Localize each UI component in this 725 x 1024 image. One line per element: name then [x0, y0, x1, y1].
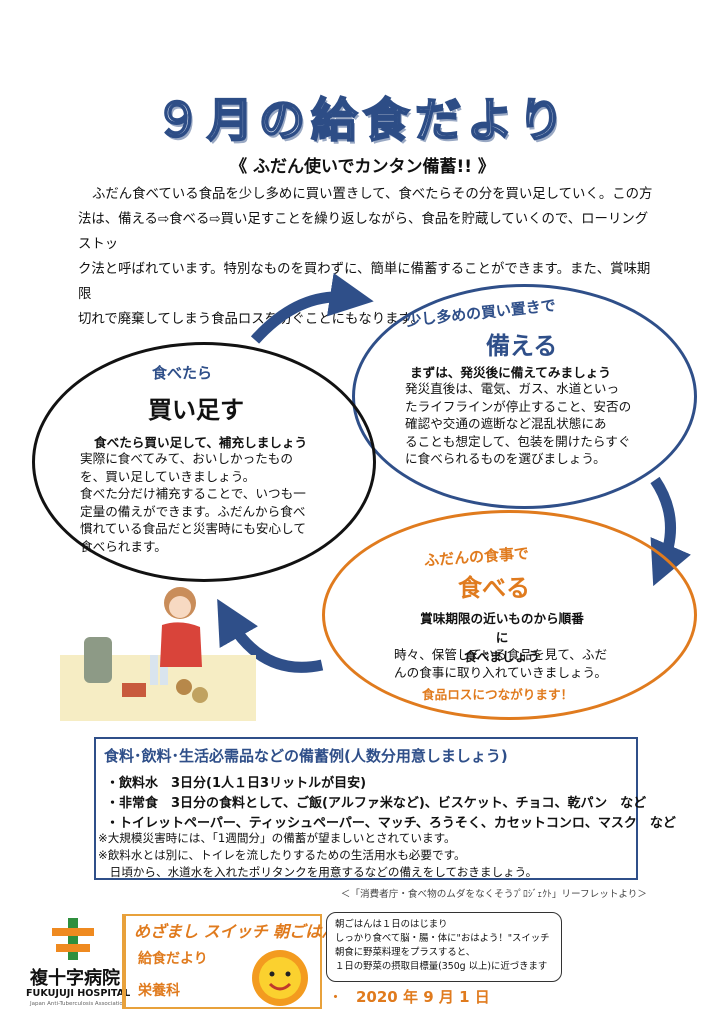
store-body-line: ることも想定して、包装を開けたらすぐ: [405, 433, 631, 449]
buy-body-line: を、買い足していきましょう。: [80, 468, 256, 484]
eat-lead-line: 賞味期限の近いものから順番に: [420, 611, 584, 645]
eat-ellipse: [322, 510, 697, 720]
eat-lead-line: 食べましょう: [464, 649, 540, 664]
newsletter-label: 給食だより: [138, 951, 208, 967]
eat-highlight: 食品ロスにつながります！: [422, 687, 574, 702]
store-body: 発災直後は、電気、ガス、水道といっ たライフラインが停止すること、安否の 確認や…: [405, 380, 631, 468]
stockpile-note: ※大規模災害時には、「1週間分」の備蓄が望ましいとされています。: [98, 831, 456, 845]
speech-line: 朝ごはんは１日のはじまり: [335, 919, 448, 930]
bottle-icon: [160, 657, 168, 685]
stockpile-item: ・トイレットペーパー、ティッシュペーパー、マッチ、ろうそく、カセットコンロ、マス…: [106, 816, 676, 831]
box-icon: [122, 683, 146, 697]
bottle-icon: [150, 655, 158, 685]
buy-body-line: 実際に食べてみて、おいしかったもの: [80, 451, 293, 466]
stockpile-item: ・飲料水 3日分(1人１日3リットルが目安): [106, 776, 367, 791]
speech-line: 朝食に野菜料理をプラスすると、: [335, 947, 476, 958]
issue-date: 2020 年 9 月 1 日: [356, 988, 490, 1006]
eat-heading: 食べる: [458, 574, 530, 602]
arrow-bottom-icon: [217, 598, 324, 673]
speech-line: １日の野菜の摂取目標量(350g 以上)に近づきます: [335, 961, 548, 972]
woman-apron-icon: [160, 622, 202, 667]
buy-lead: 食べたら買い足して、補充しましょう: [94, 435, 308, 450]
can-icon: [176, 679, 192, 695]
speech-bubble: 朝ごはんは１日のはじまり しっかり食べて脳・腸・体に"おはよう！"スイッチ 朝食…: [326, 912, 562, 982]
date-bullet: ・: [328, 988, 344, 1006]
buy-body-line: 定量の備えができます。ふだんから食べ: [80, 503, 306, 519]
page-subtitle: 《 ふだん使いでカンタン備蓄!! 》: [230, 157, 495, 177]
intro-line: ふだん食べている食品を少し多めに買い置きして、食べたらその分を買い足していく。こ…: [92, 187, 653, 202]
intro-line: ク法と呼ばれています。特別なものを買わずに、簡単に備蓄することができます。また、…: [78, 262, 651, 302]
department-label: 栄養科: [138, 983, 180, 999]
speech-line: しっかり食べて脳・腸・体に"おはよう！"スイッチ: [335, 933, 550, 944]
store-body-line: たライフラインが停止すること、安否の: [405, 398, 632, 414]
hospital-name-en: FUKUJUJI HOSPITAL: [26, 988, 131, 999]
stockpile-illustration: [60, 587, 256, 721]
store-body-line: に食べられるものを選びましょう。: [405, 451, 606, 466]
buy-ellipse: [32, 342, 376, 582]
intro-line: 法は、備える⇨食べる⇨買い足すことを繰り返しながら、食品を貯蔵していくので、ロー…: [78, 212, 649, 252]
newsletter-box: [122, 914, 322, 1009]
eat-lead: 賞味期限の近いものから順番に 食べましょう: [418, 608, 586, 665]
hospital-cross-icon: [52, 918, 94, 960]
store-body-line: 確認や交通の遮断など混乱状態にあ: [405, 416, 607, 431]
store-ellipse: [352, 284, 697, 509]
source-credit: ＜「消費者庁・食べ物のムダをなくそうﾌﾟﾛｼﾞｪｸﾄ」リーフレットより＞: [340, 889, 647, 900]
eat-body-line: 時々、保管している食品を見て、ふだ: [394, 647, 608, 662]
buy-body-line: 慣れている食品だと災害時にも安心して: [80, 521, 306, 536]
buy-body: 実際に食べてみて、おいしかったもの を、買い足していきましょう。 食べた分だけ補…: [80, 450, 306, 555]
can-icon: [192, 687, 208, 703]
page-title: ９月の給食だより: [154, 92, 571, 148]
hospital-association: Japan Anti-Tuberculosis Association: [30, 1001, 127, 1007]
buy-body-line: 食べた分だけ補充することで、いつも一: [80, 486, 306, 501]
campaign-title: めざまし スイッチ 朝ごはん: [134, 922, 338, 941]
stockpile-heading: 食料･飲料･生活必需品などの備蓄例(人数分用意しましょう): [104, 747, 508, 765]
hospital-name: 複十字病院: [30, 968, 120, 989]
eat-body: 時々、保管している食品を見て、ふだ んの食事に取り入れていきましょう。: [394, 646, 607, 681]
store-lead: まずは、発災後に備えてみましょう: [410, 365, 611, 380]
sun-mascot-icon: [252, 950, 308, 1006]
arrow-top-icon: [250, 272, 374, 344]
store-body-line: 発災直後は、電気、ガス、水道といっ: [405, 381, 620, 396]
woman-face-icon: [169, 596, 191, 618]
stockpile-box: [94, 737, 638, 880]
backpack-icon: [84, 637, 112, 683]
stockpile-item: ・非常食 3日分の食料として、ご飯(アルファ米など)、ビスケット、チョコ、乾パン…: [106, 796, 647, 811]
buy-body-line: 食べられます。: [80, 538, 167, 554]
eat-body-line: んの食事に取り入れていきましょう。: [394, 664, 607, 680]
buy-kicker: 食べたら: [152, 364, 213, 382]
stockpile-note: 日頃から、水道水を入れたポリタンクを用意するなどの備えをしておきましょう。: [98, 865, 538, 879]
store-heading: 備える: [486, 332, 558, 360]
stockpile-note: ※飲料水とは別に、トイレを流したりするための生活用水も必要です。: [98, 848, 466, 862]
buy-heading: 買い足す: [148, 396, 244, 424]
